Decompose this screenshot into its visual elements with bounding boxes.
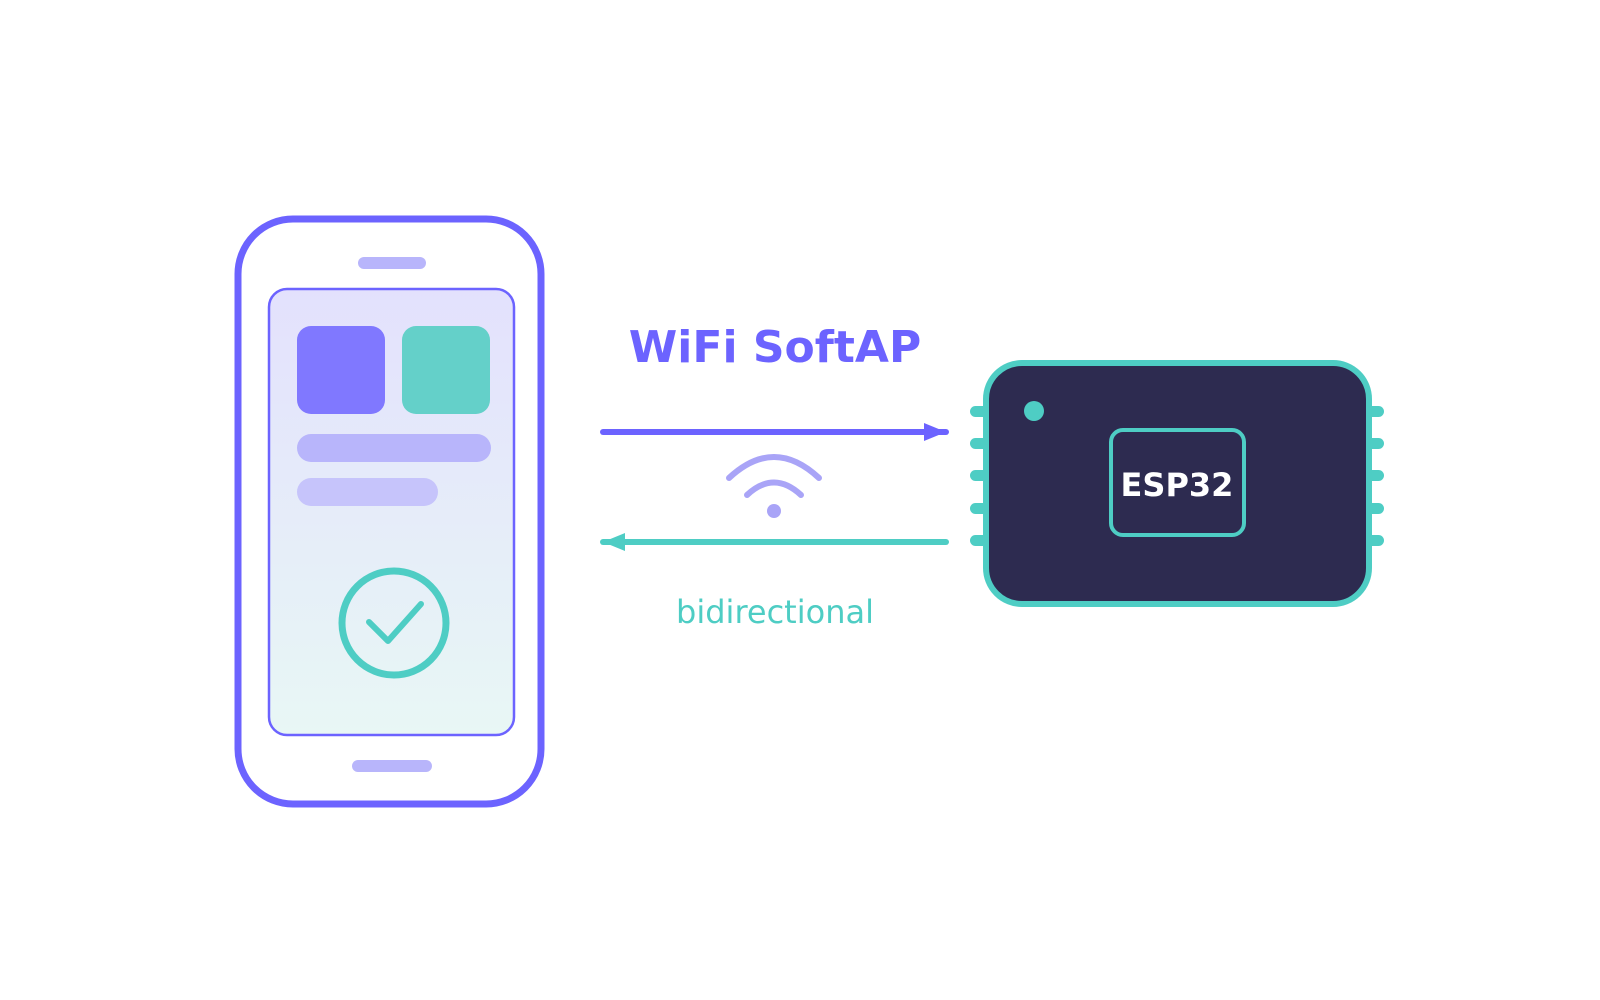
app-tile-teal xyxy=(402,326,490,414)
link-subtitle: bidirectional xyxy=(676,593,874,631)
phone-speaker xyxy=(358,257,426,269)
link-title: WiFi SoftAP xyxy=(629,322,921,373)
app-bar-short xyxy=(297,478,438,506)
arrow-to-device xyxy=(600,423,949,441)
chip-outline xyxy=(1109,428,1246,537)
microcontroller-board-icon: ESP32 xyxy=(970,360,1384,607)
smartphone-icon xyxy=(234,215,545,808)
arrow-to-phone xyxy=(600,533,949,551)
app-bar-long xyxy=(297,434,491,462)
check-circle-icon xyxy=(338,567,450,679)
chip-label: ESP32 xyxy=(1121,466,1234,504)
phone-home-bar xyxy=(352,760,432,772)
board-status-led xyxy=(1024,401,1044,421)
wifi-icon xyxy=(726,454,822,518)
app-tile-purple xyxy=(297,326,385,414)
